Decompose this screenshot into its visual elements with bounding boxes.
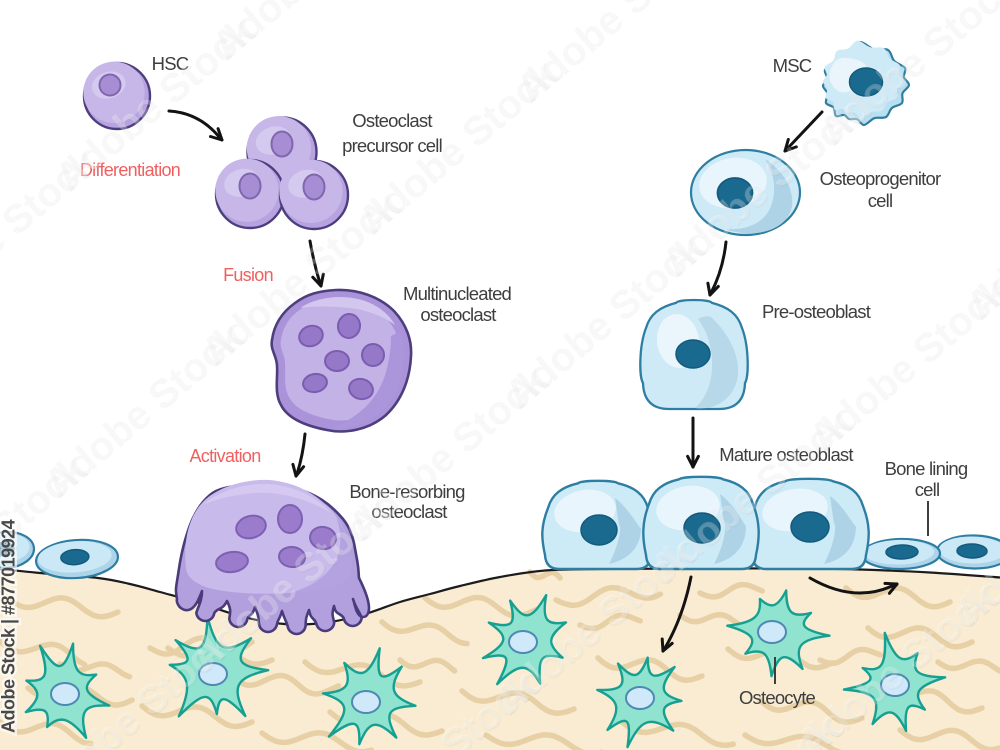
svg-text:osteoclast: osteoclast: [420, 304, 496, 325]
svg-text:cell: cell: [868, 190, 893, 211]
svg-text:Osteoprogenitor: Osteoprogenitor: [820, 168, 941, 189]
svg-text:Mature osteoblast: Mature osteoblast: [719, 444, 853, 465]
svg-text:Bone lining: Bone lining: [885, 458, 968, 479]
svg-text:Adobe Stock | #877019924: Adobe Stock | #877019924: [0, 519, 19, 733]
svg-text:MSC: MSC: [773, 55, 812, 76]
svg-text:osteoclast: osteoclast: [371, 501, 447, 522]
svg-text:HSC: HSC: [152, 53, 189, 74]
svg-text:Osteocyte: Osteocyte: [739, 687, 816, 708]
svg-text:Adobe Stock | #877019924: Adobe Stock | #877019924: [0, 519, 19, 733]
svg-text:Multinucleated: Multinucleated: [403, 283, 512, 304]
svg-text:Fusion: Fusion: [223, 265, 273, 285]
svg-text:precursor cell: precursor cell: [342, 135, 442, 156]
svg-text:Pre-osteoblast: Pre-osteoblast: [762, 301, 871, 322]
svg-text:Bone-resorbing: Bone-resorbing: [349, 481, 465, 502]
svg-text:Differentiation: Differentiation: [80, 160, 180, 180]
svg-text:cell: cell: [915, 479, 940, 500]
svg-text:Osteoclast: Osteoclast: [352, 110, 432, 131]
svg-text:Activation: Activation: [189, 446, 260, 466]
